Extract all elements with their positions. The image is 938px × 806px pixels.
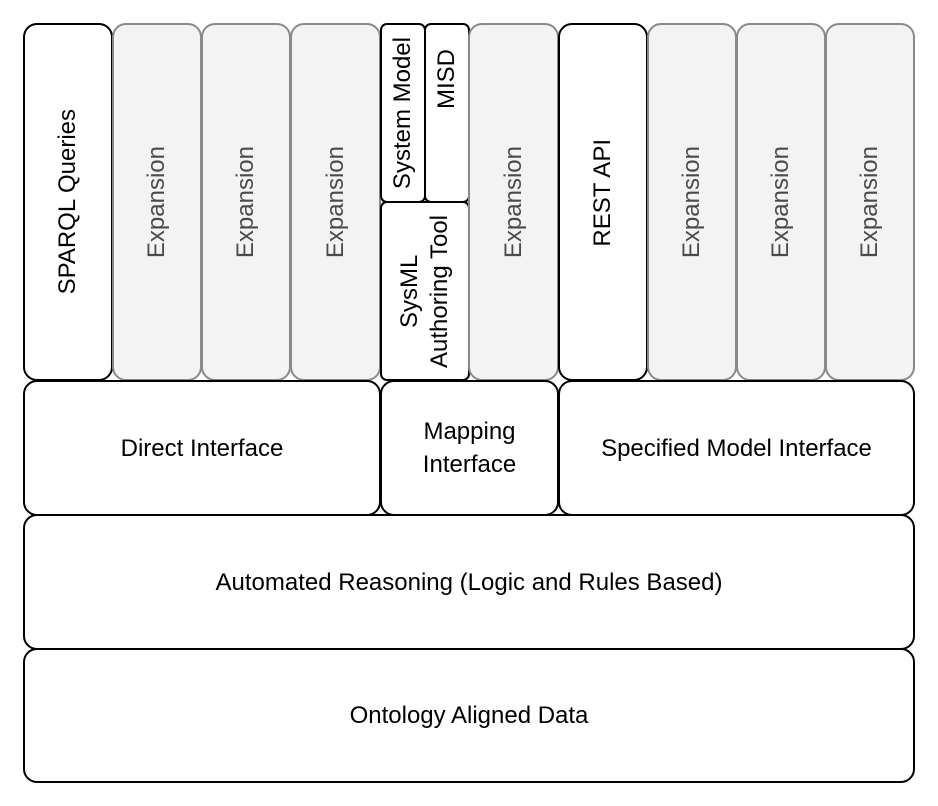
rest-api-label: REST API xyxy=(589,139,616,247)
expansion-box-5: Expansion xyxy=(647,23,737,381)
expansion-box-4: Expansion xyxy=(468,23,559,381)
expansion-label-5: Expansion xyxy=(678,145,705,259)
misd-label: MISD xyxy=(433,49,460,109)
mapping-interface-box: Mapping Interface xyxy=(380,380,559,516)
expansion-box-7: Expansion xyxy=(825,23,915,381)
expansion-box-1: Expansion xyxy=(112,23,202,381)
sysml-authoring-tool-label: SysML Authoring Tool xyxy=(396,214,453,368)
system-model-label: System Model xyxy=(389,36,416,190)
mapping-interface-label: Mapping Interface xyxy=(422,418,517,478)
sysml-authoring-tool-box: SysML Authoring Tool xyxy=(380,201,470,381)
expansion-label-3: Expansion xyxy=(321,145,349,259)
expansion-label-6: Expansion xyxy=(767,145,794,259)
ontology-aligned-data-label: Ontology Aligned Data xyxy=(349,702,589,729)
expansion-box-3: Expansion xyxy=(290,23,381,381)
expansion-label-4: Expansion xyxy=(499,145,527,259)
sparql-queries-label: SPARQL Queries xyxy=(54,109,81,295)
direct-interface-box: Direct Interface xyxy=(23,380,381,516)
misd-box: MISD xyxy=(424,23,470,203)
system-model-box: System Model xyxy=(380,23,426,203)
sparql-queries-box: SPARQL Queries xyxy=(23,23,113,381)
automated-reasoning-layer: Automated Reasoning (Logic and Rules Bas… xyxy=(23,514,915,650)
specified-model-interface-box: Specified Model Interface xyxy=(558,380,915,516)
expansion-label-1: Expansion xyxy=(143,145,170,259)
direct-interface-label: Direct Interface xyxy=(120,434,284,462)
expansion-box-2: Expansion xyxy=(201,23,291,381)
rest-api-box: REST API xyxy=(558,23,648,381)
expansion-label-2: Expansion xyxy=(232,145,259,259)
expansion-label-7: Expansion xyxy=(856,145,883,259)
ontology-aligned-data-layer: Ontology Aligned Data xyxy=(23,648,915,783)
automated-reasoning-label: Automated Reasoning (Logic and Rules Bas… xyxy=(215,568,723,596)
specified-model-interface-label: Specified Model Interface xyxy=(601,434,872,462)
expansion-box-6: Expansion xyxy=(736,23,826,381)
